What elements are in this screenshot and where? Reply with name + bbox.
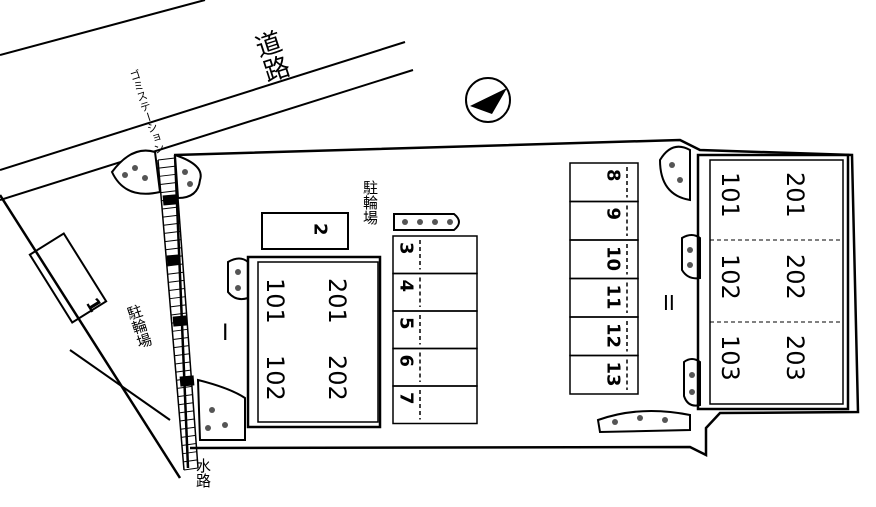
waterway-rung [165, 247, 182, 251]
room-102: 102 [261, 355, 289, 401]
left-parking-area [28, 232, 171, 421]
room-102: 102 [716, 254, 744, 300]
waterway-rung [174, 353, 190, 357]
waterway-rung [168, 279, 185, 283]
room-101: 101 [261, 278, 289, 324]
building-one-numeral: I [222, 321, 229, 346]
waterway-rung [162, 206, 179, 210]
parking-space-1: 1 [81, 294, 105, 316]
waterway-rung [167, 271, 184, 275]
room-101: 101 [716, 172, 744, 218]
waterway-rung [181, 443, 197, 447]
waterway-rung [175, 369, 191, 373]
landscaping [110, 145, 701, 441]
waterway-rung [169, 296, 186, 300]
parking-space-12: 12 [603, 323, 624, 348]
waterway-rung [172, 336, 189, 340]
room-202: 202 [781, 254, 809, 300]
waterway-rung [175, 361, 191, 365]
building-two [696, 153, 850, 411]
waterway-rung [170, 304, 186, 308]
garbage-station-label: ゴミステーション [126, 67, 166, 156]
room-201: 201 [781, 172, 809, 218]
parking-space-2: 2 [310, 223, 331, 236]
waterway-rung [168, 288, 185, 292]
parking-space-4: 4 [396, 280, 417, 293]
parking-space-2-box [261, 212, 349, 250]
room-202: 202 [323, 355, 351, 401]
waterway-rung [170, 312, 187, 316]
waterway-rung [181, 434, 196, 438]
waterway-rung [172, 328, 188, 332]
bike-parking-label-center: 駐輪場 [361, 180, 379, 225]
parking-space-9: 9 [603, 208, 624, 221]
parking-space-10: 10 [603, 246, 624, 271]
parking-column-right: 8 9 10 11 12 13 [569, 162, 639, 395]
parking-column-center: 3 4 5 6 7 [392, 235, 478, 425]
waterway-rung [182, 451, 197, 455]
waterway-blocks [162, 194, 195, 387]
waterway-rung [157, 157, 176, 161]
waterway-rung [162, 214, 180, 218]
waterway-rung [164, 239, 182, 243]
building-two-rooms: 101 201 102 202 103 203 [716, 172, 809, 381]
room-103: 103 [716, 335, 744, 381]
waterway-rung [179, 418, 195, 422]
waterway-rung [163, 222, 180, 226]
waterway-rung [164, 230, 181, 234]
waterway-rung [158, 165, 176, 169]
waterway-rung [179, 410, 194, 414]
parking-space-7: 7 [396, 392, 417, 405]
shrub-texture [122, 162, 695, 431]
waterway-rung [180, 426, 196, 430]
road [0, 0, 414, 201]
building-one [246, 255, 382, 429]
waterway-rung [178, 402, 194, 406]
parking-space-7-box [392, 385, 478, 425]
waterway-rung [183, 459, 198, 463]
room-203: 203 [781, 335, 809, 381]
building-one-rooms: 101 201 102 202 [261, 278, 351, 401]
bike-parking-label-left: 駐輪場 [123, 302, 154, 351]
parking-space-8: 8 [603, 169, 624, 182]
parking-space-13: 13 [603, 362, 624, 387]
parking-space-13-box [569, 354, 639, 395]
north-arrow-icon [465, 77, 511, 123]
waterway-rung [173, 345, 189, 349]
room-201: 201 [323, 278, 351, 324]
waterway-rung [159, 181, 177, 185]
waterway-label: 水路 [194, 458, 212, 488]
building-two-numeral: II [663, 291, 675, 315]
parking-space-5: 5 [396, 317, 417, 330]
parking-space-6: 6 [396, 355, 417, 368]
road-label: 道路 [248, 27, 293, 86]
waterway-rung [177, 385, 193, 389]
waterway-rung [177, 394, 193, 398]
waterway-rung [160, 190, 178, 194]
parking-space-3: 3 [396, 242, 417, 255]
waterway-rung [183, 467, 199, 471]
waterway-rung [159, 173, 177, 177]
parking-space-11: 11 [603, 285, 624, 310]
